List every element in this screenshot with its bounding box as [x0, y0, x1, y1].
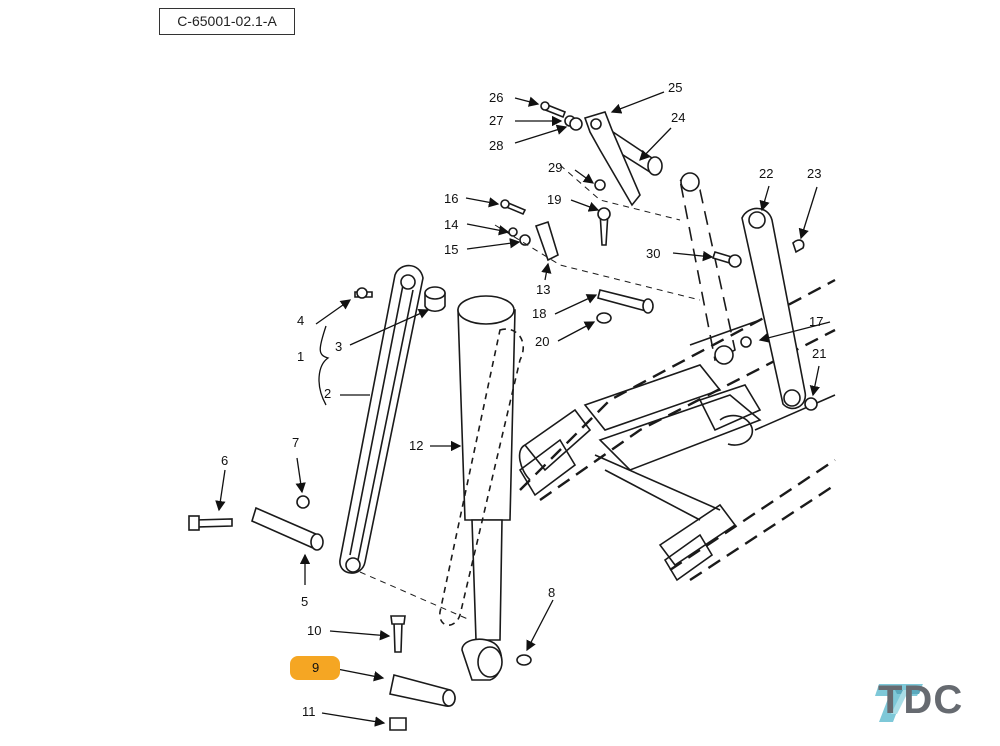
callout-24[interactable]: 24	[671, 110, 685, 125]
link-22	[741, 207, 807, 410]
callout-26[interactable]: 26	[489, 90, 503, 105]
hydraulic-cylinder-12	[439, 295, 525, 681]
callout-9[interactable]: 9	[312, 660, 319, 675]
reference-code-label: C-65001-02.1-A	[159, 8, 295, 35]
callout-labels: 1 2 3 4 5 6 7 8 9 10 11 12 13 14 15 16 1…	[221, 80, 826, 719]
callout-17[interactable]: 17	[809, 314, 823, 329]
callout-15[interactable]: 15	[444, 242, 458, 257]
tdc-logo-text: TDC	[878, 678, 964, 722]
callout-12[interactable]: 12	[409, 438, 423, 453]
callout-14[interactable]: 14	[444, 217, 458, 232]
callout-20[interactable]: 20	[535, 334, 549, 349]
callout-5[interactable]: 5	[301, 594, 308, 609]
callout-3[interactable]: 3	[335, 339, 342, 354]
callout-13[interactable]: 13	[536, 282, 550, 297]
callout-28[interactable]: 28	[489, 138, 503, 153]
pin-9-assembly	[359, 571, 532, 731]
callout-16[interactable]: 16	[444, 191, 458, 206]
callout-30[interactable]: 30	[646, 246, 660, 261]
leader-lines	[215, 91, 831, 727]
pin-5-assembly	[188, 495, 324, 551]
callout-23[interactable]: 23	[807, 166, 821, 181]
callout-7[interactable]: 7	[292, 435, 299, 450]
loader-frame	[518, 172, 836, 582]
highlighted-callout-badge[interactable]	[290, 656, 340, 680]
callout-2[interactable]: 2	[324, 386, 331, 401]
callout-29[interactable]: 29	[548, 160, 562, 175]
callout-22[interactable]: 22	[759, 166, 773, 181]
callout-1[interactable]: 1	[297, 349, 304, 364]
lift-arm-2	[339, 264, 446, 574]
callout-11[interactable]: 11	[302, 704, 316, 719]
callout-21[interactable]: 21	[812, 346, 826, 361]
callout-25[interactable]: 25	[668, 80, 682, 95]
callout-10[interactable]: 10	[307, 623, 321, 638]
callout-27[interactable]: 27	[489, 113, 503, 128]
callout-6[interactable]: 6	[221, 453, 228, 468]
callout-18[interactable]: 18	[532, 306, 546, 321]
callout-8[interactable]: 8	[548, 585, 555, 600]
callout-4[interactable]: 4	[297, 313, 304, 328]
callout-19[interactable]: 19	[547, 192, 561, 207]
tdc-logo-icon	[875, 684, 923, 722]
pivot-shaft-24	[583, 111, 663, 207]
